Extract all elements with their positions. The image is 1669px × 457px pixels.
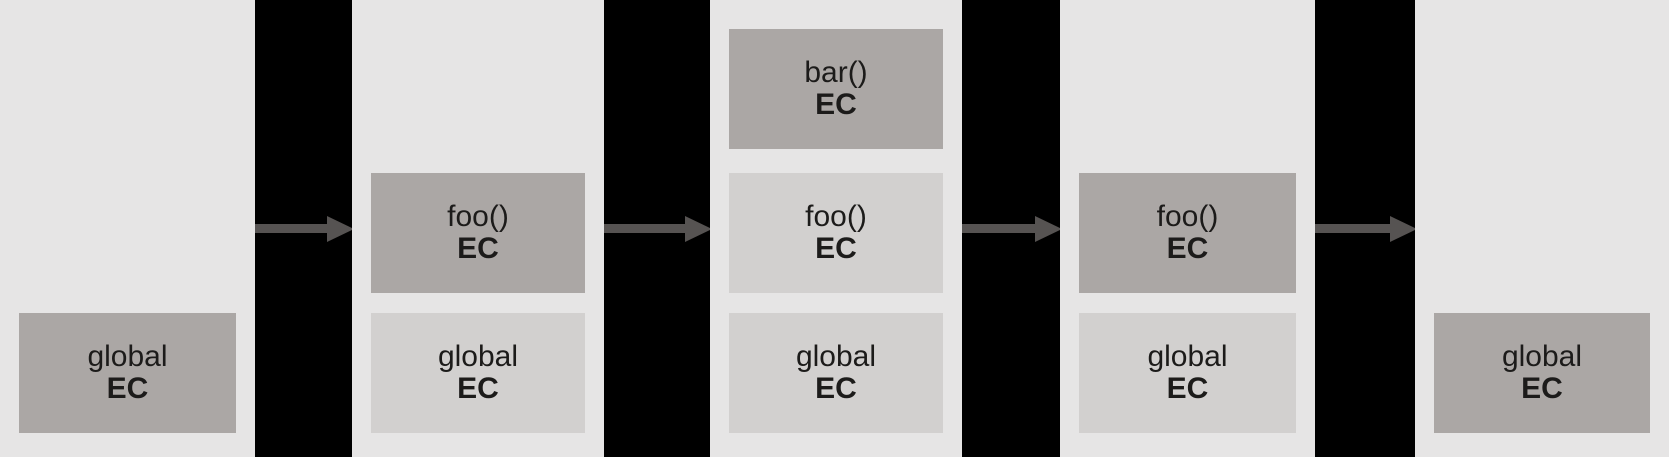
ec-box-label: foo() bbox=[805, 200, 867, 233]
arrow-head bbox=[327, 216, 354, 242]
ec-box-sublabel: EC bbox=[1166, 372, 1209, 405]
arrow-right-icon bbox=[962, 216, 1062, 242]
arrow-head bbox=[1390, 216, 1417, 242]
gap-3 bbox=[962, 0, 1062, 457]
arrow-right-icon bbox=[1315, 216, 1417, 242]
ec-box-label: foo() bbox=[1156, 200, 1219, 233]
arrow-head bbox=[685, 216, 712, 242]
arrow-right-icon bbox=[255, 216, 354, 242]
arrow-shaft bbox=[604, 224, 688, 233]
ec-box-label: global bbox=[87, 340, 168, 373]
arrow-shaft bbox=[255, 224, 330, 233]
ec-box-sublabel: EC bbox=[815, 88, 857, 121]
gap-1 bbox=[255, 0, 354, 457]
gap-2 bbox=[604, 0, 712, 457]
ec-box-sublabel: EC bbox=[815, 372, 857, 405]
ec-box-label: global bbox=[795, 340, 877, 373]
arrow-shaft bbox=[962, 224, 1038, 233]
ec-box-bar: bar()EC bbox=[729, 29, 943, 149]
ec-box-sublabel: EC bbox=[1521, 372, 1563, 405]
ec-box-sublabel: EC bbox=[106, 372, 149, 405]
ec-box-foo: foo()EC bbox=[729, 173, 943, 293]
ec-box-sublabel: EC bbox=[457, 372, 499, 405]
ec-box-label: bar() bbox=[804, 56, 868, 89]
ec-box-label: foo() bbox=[447, 200, 509, 233]
ec-box-foo: foo()EC bbox=[371, 173, 585, 293]
ec-box-label: global bbox=[1501, 340, 1583, 373]
ec-box-sublabel: EC bbox=[815, 232, 857, 265]
ec-box-foo: foo()EC bbox=[1079, 173, 1296, 293]
arrow-right-icon bbox=[604, 216, 712, 242]
ec-box-sublabel: EC bbox=[457, 232, 499, 265]
ec-box-label: global bbox=[437, 340, 519, 373]
gap-4 bbox=[1315, 0, 1417, 457]
arrow-shaft bbox=[1315, 224, 1393, 233]
ec-box-sublabel: EC bbox=[1166, 232, 1209, 265]
ec-box-label: global bbox=[1147, 340, 1228, 373]
arrow-head bbox=[1035, 216, 1062, 242]
